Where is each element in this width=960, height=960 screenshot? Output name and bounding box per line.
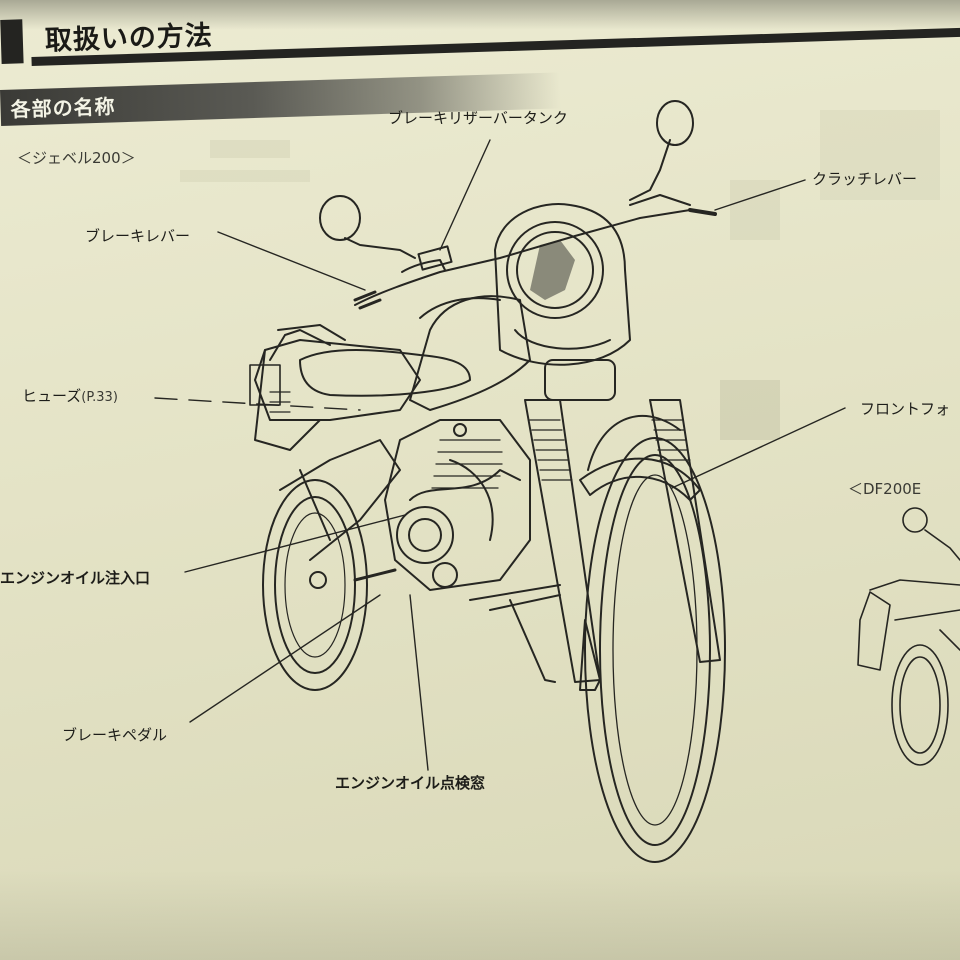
fuel-tank bbox=[409, 295, 531, 411]
label-clutch-lever: クラッチレバー bbox=[812, 170, 918, 188]
label-oil-filler: エンジンオイル注入口 bbox=[0, 569, 151, 587]
swing-arm bbox=[279, 439, 401, 561]
bleed-through-text bbox=[720, 380, 780, 440]
front-number-plate bbox=[544, 359, 616, 401]
label-oil-window: エンジンオイル点検窓 bbox=[335, 774, 486, 792]
side-stand bbox=[509, 599, 556, 683]
exhaust-pipe bbox=[469, 584, 561, 611]
fuse-box-detail bbox=[269, 391, 291, 413]
label-fuse-text: ヒューズ bbox=[22, 387, 82, 405]
headlight-assembly bbox=[494, 203, 631, 366]
handlebar bbox=[353, 194, 717, 310]
label-fuse-page: (P.33) bbox=[81, 390, 118, 405]
mirrors bbox=[319, 100, 694, 259]
label-brake-lever: ブレーキレバー bbox=[85, 227, 191, 245]
secondary-motorcycle-illustration bbox=[857, 507, 960, 766]
leader-lines bbox=[154, 139, 846, 771]
label-front-fork: フロントフォ bbox=[860, 400, 951, 418]
brake-reservoir bbox=[417, 245, 453, 271]
page-top-shadow bbox=[0, 0, 960, 30]
model-label-secondary: ＜DF200E bbox=[848, 480, 922, 498]
side-cover bbox=[254, 349, 321, 451]
rear-wheel bbox=[262, 479, 368, 691]
engine bbox=[384, 419, 531, 591]
brake-pedal bbox=[353, 568, 397, 582]
page-bottom-shade bbox=[0, 870, 960, 960]
bleed-through-text bbox=[730, 180, 780, 240]
label-brake-reservoir: ブレーキリザーバータンク bbox=[388, 109, 568, 127]
bleed-through-text bbox=[180, 170, 310, 182]
seat bbox=[299, 349, 471, 397]
carrier-rack-rail bbox=[277, 324, 346, 341]
front-wheel bbox=[584, 437, 726, 863]
model-label-main: ＜ジェベル200＞ bbox=[17, 149, 136, 167]
carrier-rack bbox=[269, 329, 331, 361]
front-fender bbox=[587, 414, 681, 471]
label-fuse: ヒューズ(P.33) bbox=[22, 385, 118, 406]
front-fork bbox=[524, 399, 721, 691]
rear-shock bbox=[299, 469, 331, 541]
tail-light bbox=[249, 364, 281, 406]
tank-top bbox=[419, 297, 501, 319]
bleed-through-text bbox=[210, 140, 290, 158]
label-brake-pedal: ブレーキペダル bbox=[62, 726, 168, 744]
rear-fender bbox=[254, 339, 421, 421]
bleed-through-text bbox=[820, 110, 940, 200]
